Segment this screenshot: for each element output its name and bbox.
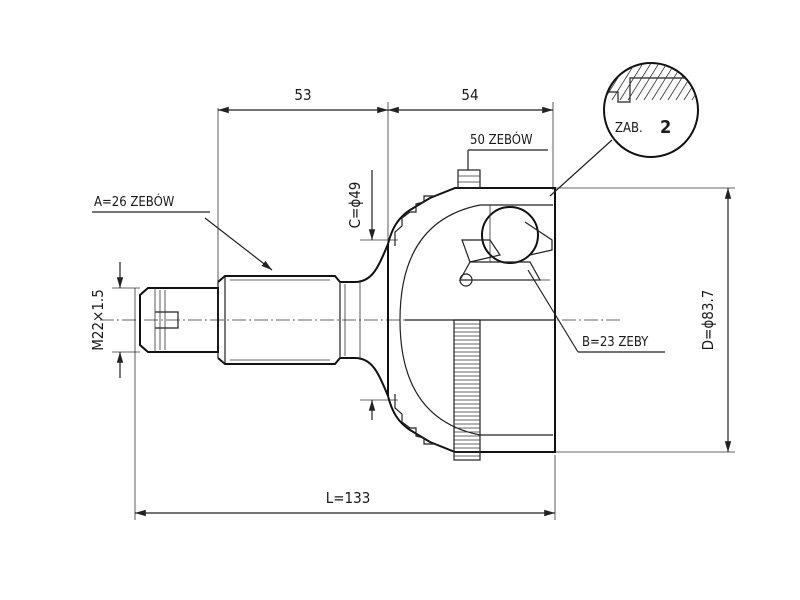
detail-hatch-line: [708, 60, 733, 100]
detail-hatch-line: [667, 63, 694, 101]
detail-hatch-line: [627, 63, 654, 101]
detail-label: ZAB.: [615, 121, 643, 136]
leader-lines: [92, 139, 665, 353]
extension-lines: [112, 102, 735, 520]
detail-hatch-line: [611, 63, 638, 101]
detail-hatch-line: [572, 60, 597, 100]
detail-hatch-line: [556, 60, 581, 100]
detail-hatch-line: [619, 63, 646, 101]
callout-spline-b: B=23 ZEBY: [582, 335, 649, 350]
detail-hatch-line: [675, 63, 698, 101]
detail-hatch-line: [659, 63, 686, 101]
stub-axle: [139, 243, 389, 397]
detail-hatch-line: [635, 63, 662, 101]
detail-hatch-line: [564, 60, 589, 100]
dim-label-thread: M22×1.5: [89, 289, 107, 351]
detail-hatch-line: [540, 60, 565, 100]
detail-hatch-line: [643, 63, 670, 101]
detail-number: 2: [660, 117, 671, 138]
detail-hatch-line: [716, 60, 741, 100]
abs-tone-ring: [453, 319, 481, 461]
callout-abs-teeth: 50 ZEBÓW: [470, 132, 533, 148]
detail-hatch-line: [604, 63, 630, 101]
outer-bell-housing: [387, 187, 556, 453]
detail-hatch-line: [604, 63, 606, 101]
callout-spline-a: A=26 ZEBÓW: [94, 194, 175, 210]
detail-hatch-line: [548, 60, 573, 100]
detail-hatch-line: [700, 60, 725, 100]
dim-label-outer-diameter: D=ϕ83.7: [699, 290, 717, 351]
dim-label-54: 54: [461, 86, 478, 104]
dim-label-length: L=133: [326, 489, 371, 507]
dim-label-seal-diameter: C=ϕ49: [346, 182, 364, 229]
dim-label-53: 53: [294, 86, 311, 104]
abs-teeth-boss: [457, 150, 481, 189]
detail-view-circle: [540, 60, 741, 158]
detail-hatch-line: [604, 63, 614, 101]
ball-and-cage: [458, 205, 553, 287]
detail-hatch-line: [604, 63, 622, 101]
